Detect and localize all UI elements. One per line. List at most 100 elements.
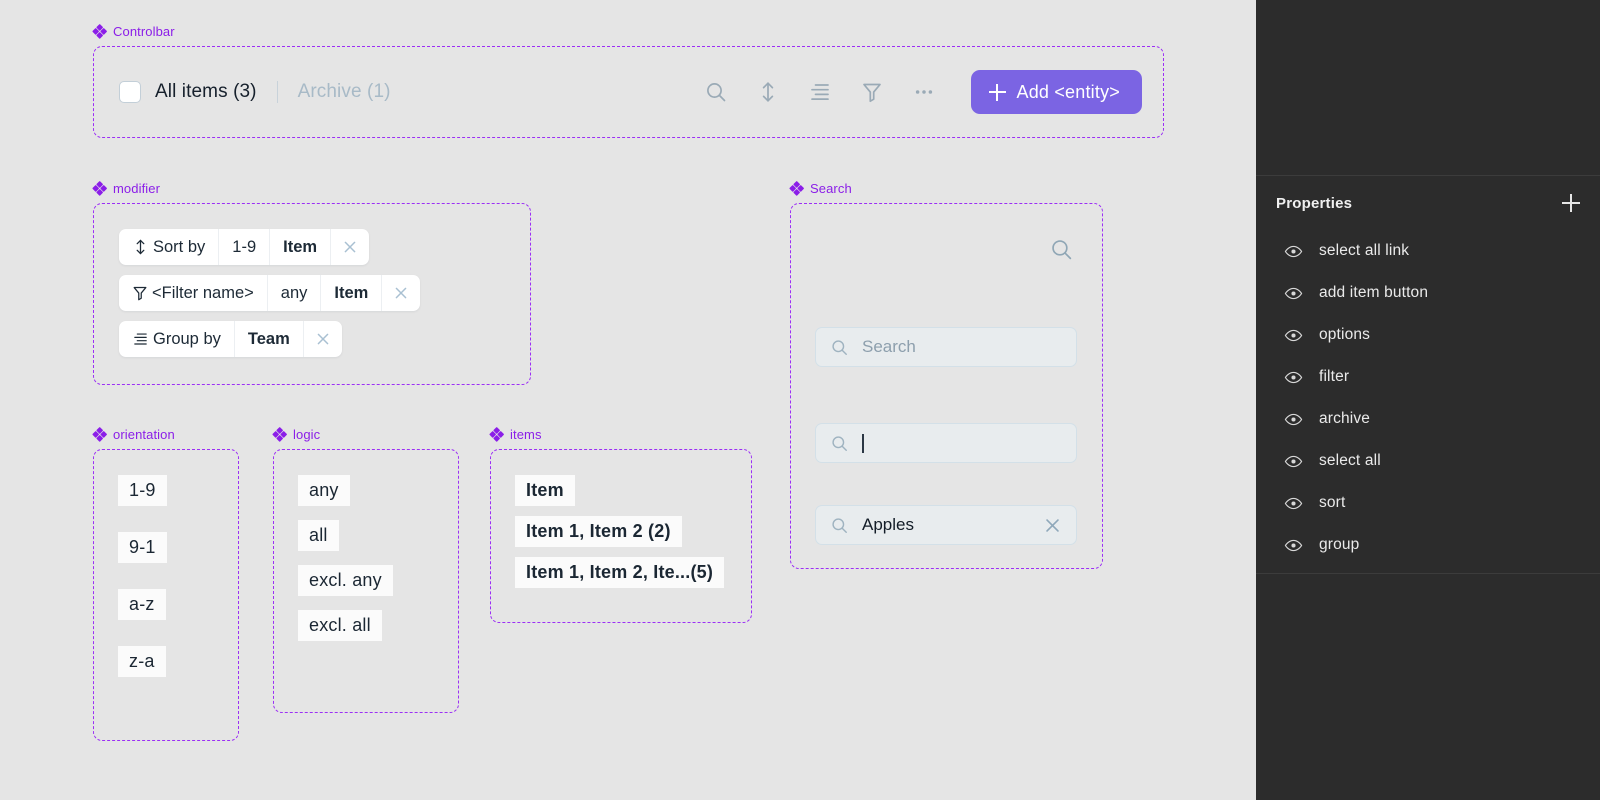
sort-by-remove-icon[interactable] — [330, 229, 369, 265]
search-input-focused[interactable] — [815, 423, 1077, 463]
component-icon — [91, 23, 108, 40]
search-value-text: Apples — [862, 515, 914, 534]
property-label: filter — [1319, 368, 1350, 385]
tab-archive[interactable]: Archive (1) — [297, 81, 391, 102]
items-option-list: Item Item 1, Item 2 (2) Item 1, Item 2, … — [515, 475, 725, 588]
orientation-option[interactable]: 9-1 — [118, 532, 167, 563]
sort-icon — [119, 229, 153, 265]
frame-search[interactable]: Search Search Apples — [788, 180, 1103, 569]
search-placeholder-text: Search — [862, 337, 916, 356]
group-icon[interactable] — [807, 79, 833, 105]
properties-header: Properties — [1276, 192, 1582, 214]
clear-search-icon[interactable] — [1043, 516, 1062, 535]
sort-icon[interactable] — [755, 79, 781, 105]
frame-label-logic[interactable]: logic — [271, 426, 321, 443]
search-icon — [830, 338, 849, 357]
tab-all-items[interactable]: All items (3) — [155, 81, 257, 102]
eye-icon[interactable] — [1284, 494, 1303, 513]
eye-icon[interactable] — [1284, 452, 1303, 471]
sort-by-chip[interactable]: Sort by 1-9 Item — [119, 229, 370, 265]
modifier-chip-list: Sort by 1-9 Item <Filter name> any Item — [119, 229, 421, 357]
frame-items[interactable]: items Item Item 1, Item 2 (2) Item 1, It… — [488, 426, 752, 623]
sort-by-field[interactable]: Item — [269, 229, 330, 265]
frame-label-search[interactable]: Search — [788, 180, 852, 197]
group-by-chip[interactable]: Group by Team — [119, 321, 342, 357]
property-row[interactable]: archive — [1276, 398, 1584, 440]
frame-border — [93, 203, 531, 385]
panel-divider-top — [1256, 175, 1600, 176]
frame-border — [790, 203, 1103, 569]
items-option[interactable]: Item — [515, 475, 575, 506]
sort-by-direction[interactable]: 1-9 — [218, 229, 269, 265]
group-by-value[interactable]: Team — [233, 321, 303, 357]
add-entity-label: Add <entity> — [1016, 81, 1120, 102]
frame-label-text: Search — [810, 181, 852, 196]
more-icon[interactable] — [911, 79, 937, 105]
frame-controlbar[interactable]: Controlbar All items (3) Archive (1) — [91, 23, 1164, 138]
property-label: select all link — [1319, 242, 1410, 259]
property-row[interactable]: select all — [1276, 440, 1584, 482]
search-input-placeholder[interactable]: Search — [815, 327, 1077, 367]
orientation-option[interactable]: 1-9 — [118, 475, 167, 506]
search-input-filled[interactable]: Apples — [815, 505, 1077, 545]
group-by-remove-icon[interactable] — [302, 321, 342, 357]
orientation-option-list: 1-9 9-1 a-z z-a — [118, 475, 167, 677]
properties-list: select all link add item button options … — [1276, 230, 1584, 566]
items-option[interactable]: Item 1, Item 2, Ite...(5) — [515, 557, 725, 588]
frame-border — [490, 449, 752, 623]
logic-option[interactable]: excl. any — [298, 565, 393, 596]
eye-icon[interactable] — [1284, 368, 1303, 387]
frame-label-text: items — [510, 427, 542, 442]
items-option[interactable]: Item 1, Item 2 (2) — [515, 516, 682, 547]
logic-option[interactable]: all — [298, 520, 339, 551]
frame-label-controlbar[interactable]: Controlbar — [91, 23, 175, 40]
property-label: group — [1319, 536, 1360, 553]
filter-chip[interactable]: <Filter name> any Item — [119, 275, 421, 311]
properties-panel: Properties select all link add item butt… — [1256, 0, 1600, 800]
frame-label-modifier[interactable]: modifier — [91, 180, 160, 197]
eye-icon[interactable] — [1284, 326, 1303, 345]
logic-option[interactable]: excl. all — [298, 610, 382, 641]
property-label: add item button — [1319, 284, 1429, 301]
frame-border — [273, 449, 459, 713]
frame-modifier[interactable]: modifier Sort by 1-9 Item <Filter name> — [91, 180, 531, 385]
frame-logic[interactable]: logic any all excl. any excl. all — [271, 426, 459, 713]
orientation-option[interactable]: a-z — [118, 589, 166, 620]
eye-icon[interactable] — [1284, 284, 1303, 303]
property-row[interactable]: options — [1276, 314, 1584, 356]
eye-icon[interactable] — [1284, 536, 1303, 555]
frame-label-orientation[interactable]: orientation — [91, 426, 175, 443]
search-icon[interactable] — [703, 79, 729, 105]
logic-option[interactable]: any — [298, 475, 350, 506]
filter-logic[interactable]: any — [266, 275, 321, 311]
search-icon — [830, 516, 849, 535]
filter-icon — [119, 275, 152, 311]
property-row[interactable]: select all link — [1276, 230, 1584, 272]
property-row[interactable]: filter — [1276, 356, 1584, 398]
frame-orientation[interactable]: orientation 1-9 9-1 a-z z-a — [91, 426, 239, 741]
text-cursor — [862, 433, 864, 453]
frame-label-text: logic — [293, 427, 321, 442]
property-row[interactable]: add item button — [1276, 272, 1584, 314]
component-icon — [271, 426, 288, 443]
eye-icon[interactable] — [1284, 242, 1303, 261]
filter-icon[interactable] — [859, 79, 885, 105]
add-entity-button[interactable]: Add <entity> — [970, 70, 1142, 114]
frame-label-items[interactable]: items — [488, 426, 542, 443]
controlbar-content: All items (3) Archive (1) — [93, 46, 1164, 138]
search-icon — [830, 434, 849, 453]
tab-divider — [276, 81, 278, 103]
filter-name-label: <Filter name> — [152, 283, 254, 302]
property-row[interactable]: sort — [1276, 482, 1584, 524]
search-icon[interactable] — [1049, 237, 1074, 267]
plus-icon[interactable] — [1560, 192, 1582, 214]
logic-option-list: any all excl. any excl. all — [298, 475, 393, 641]
eye-icon[interactable] — [1284, 410, 1303, 429]
orientation-option[interactable]: z-a — [118, 646, 166, 677]
property-label: sort — [1319, 494, 1346, 511]
property-row[interactable]: group — [1276, 524, 1584, 566]
filter-value[interactable]: Item — [320, 275, 381, 311]
property-label: archive — [1319, 410, 1371, 427]
select-all-checkbox[interactable] — [119, 81, 141, 103]
filter-remove-icon[interactable] — [381, 275, 420, 311]
